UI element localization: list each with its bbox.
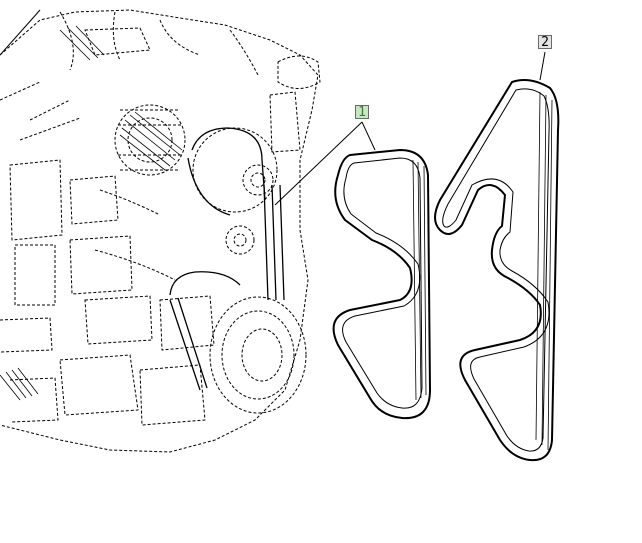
leader-line-1 xyxy=(361,121,376,151)
leader-lines xyxy=(274,51,546,206)
belt-1 xyxy=(332,149,431,420)
belt-2 xyxy=(434,79,560,462)
engine-belt-lower xyxy=(169,271,241,391)
engine-hatching xyxy=(0,25,183,401)
leader-line-1b xyxy=(274,121,363,206)
engine-illustration xyxy=(0,9,321,453)
callout-2: 2 xyxy=(538,35,552,50)
callout-1: 1 xyxy=(355,105,369,120)
leader-line-2 xyxy=(539,51,546,81)
frame-line xyxy=(0,9,41,56)
engine-belt-upper xyxy=(187,127,285,301)
